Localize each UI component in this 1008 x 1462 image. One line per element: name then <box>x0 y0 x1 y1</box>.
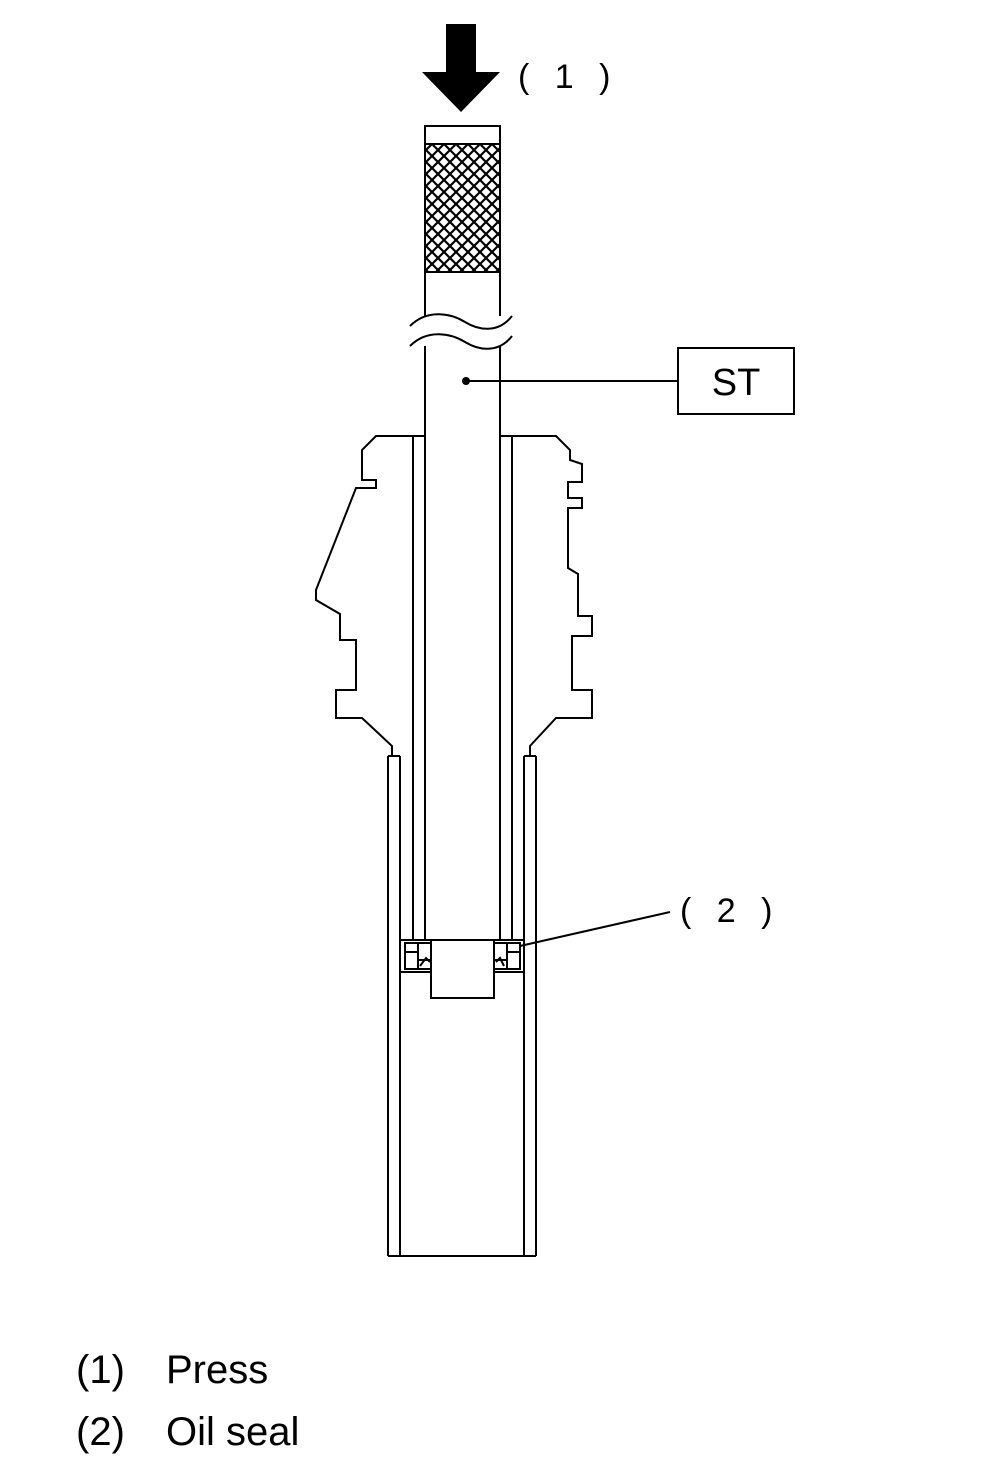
legend-item-2-text: Oil seal <box>166 1410 299 1454</box>
press-arrow-icon <box>422 24 500 112</box>
knurled-grip <box>424 143 501 273</box>
legend-item-2-number: (2) <box>76 1410 125 1454</box>
special-tool-shaft <box>409 125 513 940</box>
st-leader <box>462 377 678 385</box>
st-label: ST <box>712 362 761 404</box>
callout-press-label: ( 1 ) <box>518 58 618 96</box>
legend-item-1-text: Press <box>166 1348 268 1392</box>
legend: (1) Press (2) Oil seal <box>76 1348 299 1454</box>
st-label-box <box>677 347 795 415</box>
strut-housing <box>315 435 593 1257</box>
oil-seal-leader <box>519 911 671 947</box>
callout-oil-seal-label: ( 2 ) <box>680 892 780 930</box>
legend-item-1-number: (1) <box>76 1348 125 1392</box>
oil-seal <box>400 939 524 999</box>
